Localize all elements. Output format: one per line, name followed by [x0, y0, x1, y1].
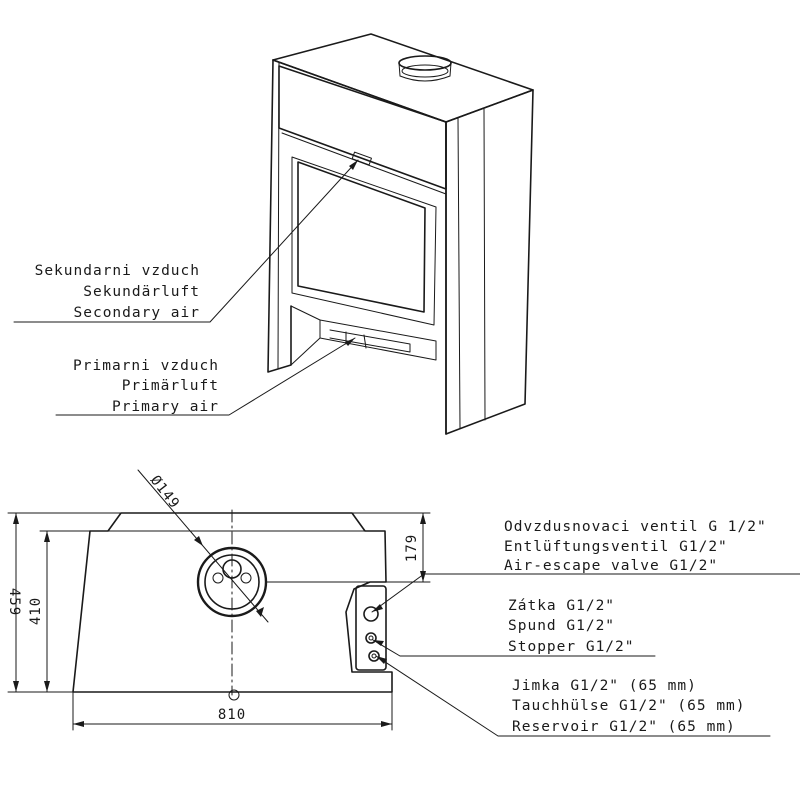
door-glass: [297, 161, 426, 313]
stopper-label-cz: Zátka G1/2": [508, 598, 615, 614]
stopper-label-de: Spund G1/2": [508, 618, 615, 634]
stopper-label-en: Stopper G1/2": [508, 639, 635, 655]
dim-body-height: 410: [28, 597, 44, 625]
upper-band: [278, 65, 447, 190]
secondary-air-leader: [13, 159, 359, 323]
secondary-air-label-cz: Sekundarni vzduch: [35, 263, 200, 279]
air-escape-label-en: Air-escape valve G1/2": [504, 558, 718, 574]
air-escape-valve-label-group: Odvzdusnovaci ventil G 1/2" Entlüftungsv…: [504, 519, 767, 574]
reservoir-label-de: Tauchhülse G1/2" (65 mm): [512, 698, 746, 714]
flue-collar-top: [398, 55, 452, 71]
primary-air-leader: [55, 337, 356, 416]
reservoir-label-cz: Jimka G1/2" (65 mm): [512, 678, 697, 694]
primary-air-slot: [319, 319, 437, 361]
air-escape-label-de: Entlüftungsventil G1/2": [504, 539, 728, 555]
dim-top-offset: 179: [404, 534, 420, 562]
primary-air-label-group: Primarni vzduch Primärluft Primary air: [73, 358, 219, 415]
stove-front-frame: [267, 59, 292, 373]
secondary-air-label-de: Sekundärluft: [83, 284, 200, 300]
secondary-air-slot: [351, 151, 372, 166]
stopper-label-group: Zátka G1/2" Spund G1/2" Stopper G1/2": [508, 598, 635, 655]
dim-total-height: 459: [6, 588, 22, 616]
air-escape-label-cz: Odvzdusnovaci ventil G 1/2": [504, 519, 767, 535]
primary-air-label-cz: Primarni vzduch: [73, 358, 219, 374]
stove-isometric-view: [13, 33, 534, 435]
dim-flue-diameter: Ø149: [147, 473, 183, 513]
flue-collar-inner: [401, 64, 449, 78]
stove-top-face: [272, 33, 534, 123]
stove-plan-view: [7, 469, 800, 737]
air-escape-valve-symbol: [363, 606, 379, 622]
reservoir-label-en: Reservoir G1/2" (65 mm): [512, 719, 736, 735]
primary-air-label-en: Primary air: [112, 399, 219, 415]
secondary-air-label-en: Secondary air: [74, 305, 201, 321]
reservoir-symbol: [368, 650, 380, 662]
reservoir-leader: [375, 655, 771, 737]
dim-width: 810: [218, 707, 246, 723]
valve-plate: [355, 585, 387, 671]
flue-inner-ring: [204, 554, 260, 610]
drain-point: [228, 689, 240, 701]
stopper-symbol: [365, 632, 377, 644]
plan-body-outline: [72, 512, 393, 693]
stopper-leader: [372, 639, 656, 657]
secondary-air-label-group: Sekundarni vzduch Sekundärluft Secondary…: [35, 263, 201, 321]
primary-air-label-de: Primärluft: [122, 378, 219, 394]
reservoir-label-group: Jimka G1/2" (65 mm) Tauchhülse G1/2" (65…: [512, 678, 746, 735]
